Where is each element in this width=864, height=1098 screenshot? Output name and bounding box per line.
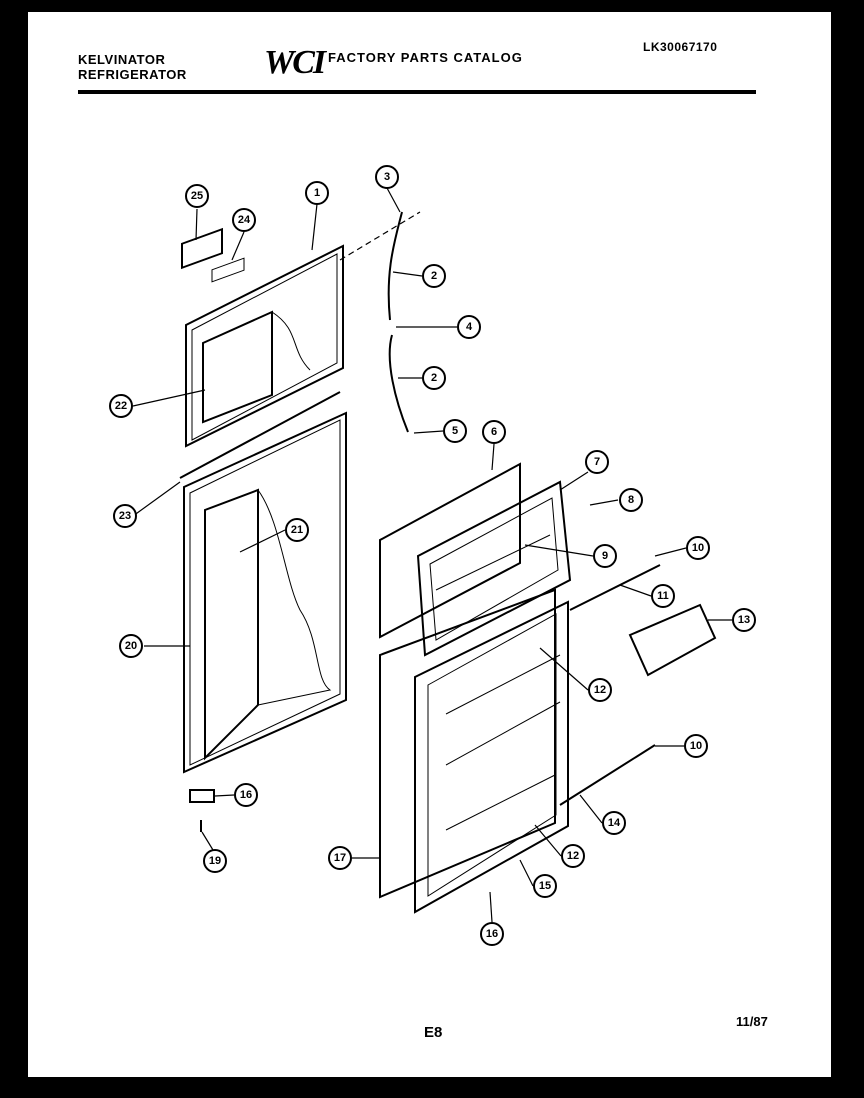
model-number: LK30067170: [643, 40, 718, 54]
svg-text:13: 13: [738, 614, 750, 626]
gasket-6: [379, 462, 521, 639]
freezer-door: [185, 244, 344, 448]
svg-text:24: 24: [238, 214, 251, 226]
svg-text:21: 21: [291, 524, 303, 536]
callout-10a: 10: [686, 536, 710, 560]
hinge-18: [189, 789, 215, 803]
svg-text:9: 9: [602, 550, 608, 562]
callout-19: 19: [203, 849, 227, 873]
shelf-rail-11: [569, 564, 661, 611]
svg-text:2: 2: [431, 372, 437, 384]
callout-5: 5: [443, 419, 467, 443]
nameplate-25: [181, 227, 223, 270]
svg-text:10: 10: [692, 542, 704, 554]
callout-9: 9: [593, 544, 617, 568]
freezer-inner-door: [416, 480, 572, 657]
fresh-food-inner-door: [414, 600, 569, 914]
svg-text:3: 3: [384, 171, 390, 183]
fresh-food-door: [183, 411, 347, 774]
callout-17: 17: [328, 846, 352, 870]
callout-13: 13: [732, 608, 756, 632]
callout-24: 24: [232, 208, 256, 232]
callout-25: 25: [185, 184, 209, 208]
svg-text:22: 22: [115, 400, 127, 412]
svg-text:5: 5: [452, 425, 458, 437]
svg-text:2: 2: [431, 270, 437, 282]
callout-8: 8: [619, 488, 643, 512]
svg-text:17: 17: [334, 852, 346, 864]
callout-12a: 12: [588, 678, 612, 702]
svg-text:20: 20: [125, 640, 137, 652]
callout-6: 6: [482, 420, 506, 444]
wci-logo: WCI: [264, 44, 326, 81]
callout-14: 14: [602, 811, 626, 835]
page-code: E8: [424, 1024, 443, 1041]
leader-lines: [132, 187, 732, 923]
callout-1: 1: [305, 181, 329, 205]
door-handle: [339, 211, 421, 433]
svg-text:23: 23: [119, 510, 131, 522]
callout-23: 23: [113, 504, 137, 528]
svg-text:1: 1: [314, 187, 320, 199]
nameplate-24: [211, 257, 245, 283]
svg-text:7: 7: [594, 456, 600, 468]
gasket-17: [379, 588, 556, 899]
callout-12b: 12: [561, 844, 585, 868]
svg-text:4: 4: [466, 321, 473, 333]
svg-text:16: 16: [240, 789, 252, 801]
product-type: REFRIGERATOR: [78, 67, 187, 82]
gasket-strip-23: [179, 391, 341, 479]
svg-text:12: 12: [594, 684, 606, 696]
callout-15: 15: [533, 874, 557, 898]
callout-7: 7: [585, 450, 609, 474]
svg-text:14: 14: [608, 817, 621, 829]
callout-16a: 16: [480, 922, 504, 946]
svg-text:10: 10: [690, 740, 702, 752]
svg-text:12: 12: [567, 850, 579, 862]
callout-21: 21: [285, 518, 309, 542]
callout-20: 20: [119, 634, 143, 658]
svg-text:8: 8: [628, 494, 634, 506]
catalog-title: FACTORY PARTS CATALOG: [328, 50, 523, 65]
callout-16b: 16: [234, 783, 258, 807]
svg-text:6: 6: [491, 426, 497, 438]
callout-2b: 2: [422, 366, 446, 390]
callout-10b: 10: [684, 734, 708, 758]
callout-22: 22: [109, 394, 133, 418]
svg-text:19: 19: [209, 855, 221, 867]
callout-3: 3: [375, 165, 399, 189]
header-rule: [78, 90, 756, 94]
callout-4: 4: [457, 315, 481, 339]
svg-text:16: 16: [486, 928, 498, 940]
brand-name: KELVINATOR: [78, 52, 166, 67]
svg-text:15: 15: [539, 880, 551, 892]
callout-2a: 2: [422, 264, 446, 288]
callout-11: 11: [651, 584, 675, 608]
svg-text:25: 25: [191, 190, 203, 202]
brand-block: KELVINATOR REFRIGERATOR: [78, 52, 187, 82]
svg-text:11: 11: [657, 590, 669, 602]
shelf-rail-14: [559, 744, 656, 806]
trim-cover-13: [628, 603, 717, 677]
catalog-date: 11/87: [736, 1014, 768, 1029]
